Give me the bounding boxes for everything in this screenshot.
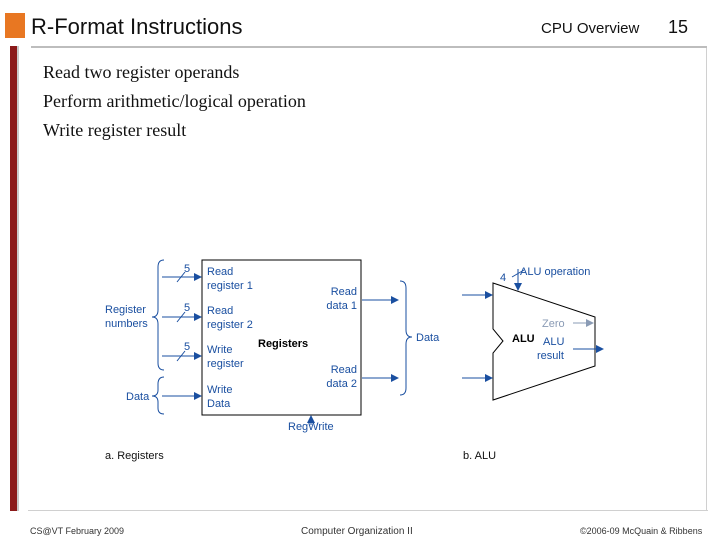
read-register-1-label: Read	[207, 266, 233, 278]
bullet-item: Read two register operands	[43, 62, 240, 82]
zero-label: Zero	[542, 318, 565, 330]
bus-width-label: 5	[184, 263, 190, 275]
bus-slash	[176, 271, 186, 283]
registers-caption: a. Registers	[105, 450, 164, 462]
registers-title: Registers	[258, 338, 308, 350]
right-divider	[706, 48, 707, 511]
bullet-item: Write register result	[43, 120, 187, 140]
data-out-brace	[399, 280, 413, 396]
read-register-1-label: register 1	[207, 280, 253, 292]
slide-title: R-Format Instructions	[31, 14, 243, 39]
read-data-1-label: data 1	[326, 300, 357, 312]
register-numbers-label: numbers	[105, 318, 148, 330]
alu-op-width-label: 4	[500, 272, 506, 284]
bus-width-label: 5	[184, 302, 190, 314]
read-register-2-label: Read	[207, 305, 233, 317]
bottom-divider	[28, 510, 708, 511]
alu-operation-label: ALU operation	[520, 266, 590, 278]
data-out-label: Data	[416, 332, 440, 344]
alu-shape	[492, 282, 596, 401]
write-data-label: Write	[207, 384, 232, 396]
read-register-2-label: register 2	[207, 319, 253, 331]
left-accent-bar	[10, 46, 17, 511]
register-numbers-label: Register	[105, 304, 146, 316]
register-file-box	[201, 259, 362, 416]
top-divider	[31, 46, 707, 48]
bus-width-label: 5	[184, 341, 190, 353]
left-bar-shadow	[17, 46, 19, 511]
data-in-brace	[151, 376, 165, 415]
title-accent-square	[5, 13, 25, 38]
bullet-list: Read two register operands Perform arith…	[43, 58, 306, 145]
alu-title: ALU	[512, 333, 535, 345]
footer-right: ©2006-09 McQuain & Ribbens	[580, 526, 703, 536]
bus-slash	[176, 350, 186, 362]
write-register-label: Write	[207, 344, 232, 356]
write-data-label: Data	[207, 398, 231, 410]
footer-left: CS@VT February 2009	[30, 526, 125, 536]
data-in-label: Data	[126, 391, 150, 403]
alu-result-label: ALU	[543, 336, 564, 348]
read-data-1-label: Read	[331, 286, 357, 298]
register-numbers-brace	[151, 259, 165, 371]
footer-center: Computer Organization II	[301, 526, 413, 537]
alu-operation-slash	[511, 269, 525, 278]
read-data-2-label: data 2	[326, 378, 357, 390]
page-number: 15	[668, 17, 689, 37]
datapath-diagram: 5 5 5 Register numbers Data Read registe…	[105, 259, 604, 462]
regwrite-label: RegWrite	[288, 421, 334, 433]
bus-slash	[176, 311, 186, 323]
section-label: CPU Overview	[541, 20, 640, 37]
alu-result-label: result	[537, 350, 564, 362]
alu-caption: b. ALU	[463, 450, 496, 462]
write-register-label: register	[207, 358, 244, 370]
bullet-item: Perform arithmetic/logical operation	[43, 91, 306, 111]
read-data-2-label: Read	[331, 364, 357, 376]
